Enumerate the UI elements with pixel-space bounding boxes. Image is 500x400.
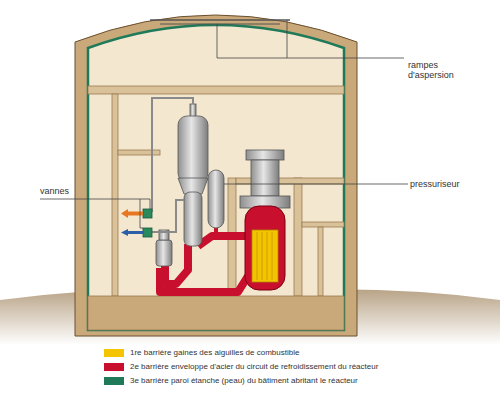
control-rod-drives <box>251 160 279 196</box>
reactor-head <box>246 150 284 160</box>
floor-slab <box>118 150 160 155</box>
spray-rail <box>160 24 280 25</box>
steam-generator <box>178 116 208 182</box>
legend-swatch <box>104 349 124 357</box>
leader-line <box>140 199 143 228</box>
base-slab <box>88 296 344 330</box>
inner-wall <box>112 94 118 296</box>
leader-line <box>224 184 408 185</box>
spray-rail <box>150 19 290 21</box>
leader-line <box>287 20 288 58</box>
callout-label: pressuriseur <box>410 179 490 189</box>
legend-swatch <box>104 377 124 385</box>
water-arrow <box>128 231 143 234</box>
leader-line <box>40 199 150 209</box>
cold-leg <box>160 268 248 292</box>
steam-pipe <box>152 98 193 212</box>
outer-wall <box>75 15 357 336</box>
steel-liner <box>88 25 344 330</box>
feedwater-pipe <box>152 200 184 232</box>
valve <box>143 228 152 237</box>
operating-floor <box>88 86 344 94</box>
callout-label: vannes <box>40 186 100 196</box>
callout-label: rampes d'aspersion <box>408 60 478 80</box>
steam-generator <box>184 192 202 246</box>
leaders <box>40 184 408 228</box>
pump <box>156 240 172 266</box>
reactor-pit-wall <box>294 178 302 296</box>
pressurizer <box>208 170 224 228</box>
spray-rails <box>150 20 404 58</box>
valve <box>143 209 152 218</box>
reactor-vessel <box>245 206 285 290</box>
water-arrow <box>121 229 128 236</box>
secondary-circuit <box>121 98 193 237</box>
hot-leg <box>198 236 245 246</box>
legend-text: 1re barrière gaines des aiguilles de com… <box>130 347 299 359</box>
legend-text: 2e barrière enveloppe d'acier du circuit… <box>130 361 378 373</box>
steam-arrow <box>121 209 128 218</box>
inner-wall <box>318 227 323 296</box>
legend-text: 3e barrière paroi étanche (peau) du bâti… <box>130 375 358 387</box>
floor-slab <box>302 222 344 227</box>
legend-swatch <box>104 363 124 371</box>
containment-building <box>75 15 357 336</box>
leader-line <box>217 24 404 58</box>
primary-circuit <box>156 104 290 292</box>
fuel-rods <box>257 232 272 280</box>
steam-arrow <box>128 212 143 216</box>
reactor-core <box>252 230 278 282</box>
